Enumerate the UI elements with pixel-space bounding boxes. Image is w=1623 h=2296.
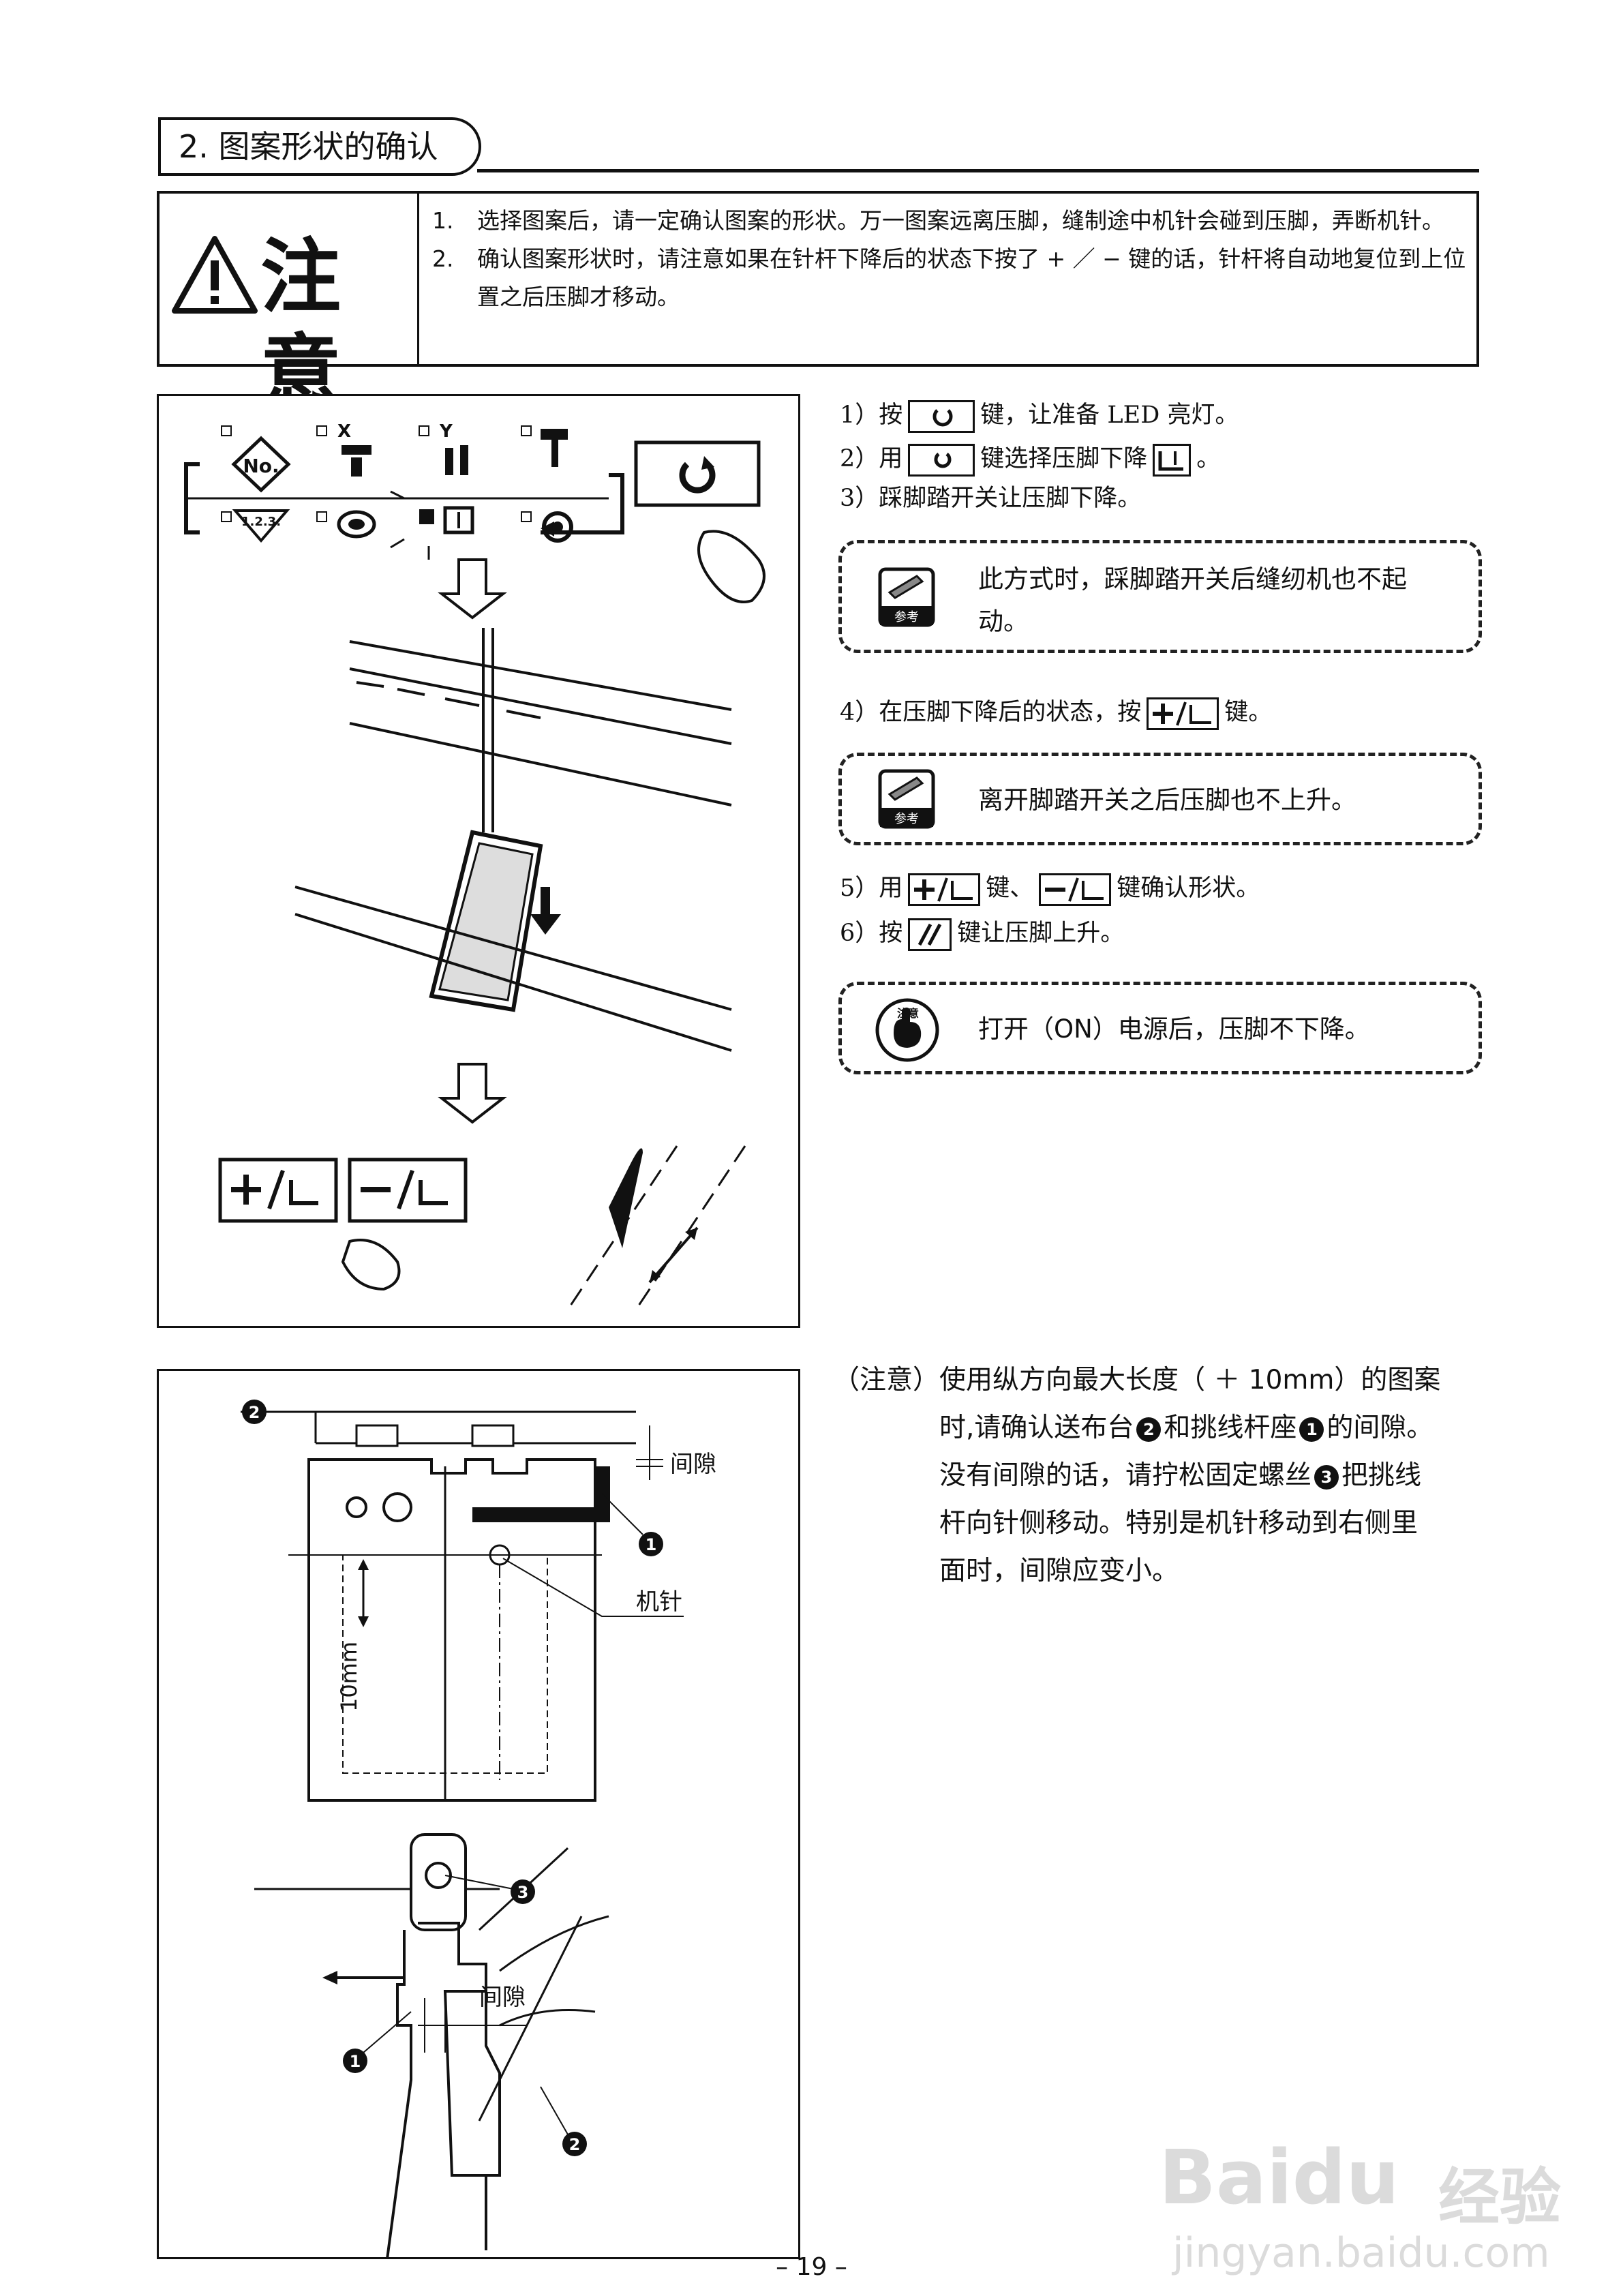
page-number: – 19 – <box>776 2253 847 2281</box>
panel-x-label: X <box>337 421 351 442</box>
step-4-post: 键。 <box>1224 699 1273 726</box>
ready-key-icon <box>932 408 953 426</box>
watermark-brand: Baidu <box>1159 2134 1399 2221</box>
minus-feed-icon <box>1045 877 1104 902</box>
panel-counter-label: 1.2.3. <box>241 515 281 529</box>
gap-illustration: 间隙 1 2 机针 10mm 间隙 3 1 <box>241 1400 716 2257</box>
callout-2-lower: 2 <box>569 2135 581 2154</box>
reference-badge-icon: 参考 <box>876 768 937 830</box>
watermark-brand-b: du <box>1292 2134 1399 2221</box>
caution-heading: 注意 <box>260 230 343 419</box>
figure-operation-panel: No. 1.2.3. X Y <box>157 394 800 1328</box>
callout-1: 1 <box>646 1535 657 1554</box>
caution-item-text: 选择图案后，请一定确认图案的形状。万一图案远离压脚，缝制途中机针会碰到压脚，弄断… <box>477 207 1444 234</box>
note-line-1: （注意）使用纵方向最大长度（ ＋ 10mm）的图案 <box>833 1365 1441 1395</box>
reference-badge-label: 参考 <box>894 610 919 624</box>
step-2: 2）用 键选择压脚下降 。 <box>840 438 1220 480</box>
note-text: 时,请确认送布台 <box>939 1413 1134 1443</box>
dimension-label: 10mm <box>336 1642 362 1712</box>
caution-hand-icon: 注意 <box>873 996 941 1064</box>
select-key-icon <box>934 452 952 468</box>
panel-no-label: No. <box>243 455 279 477</box>
step-6-pre: 6）按 <box>840 920 903 947</box>
callout-2: 2 <box>249 1403 260 1422</box>
step-3: 3）踩脚踏开关让压脚下降。 <box>840 485 1142 512</box>
reference-badge-label: 参考 <box>894 812 919 826</box>
step-1-post: 键，让准备 LED 亮灯。 <box>980 402 1239 429</box>
caution-label-cell: 注意 <box>160 194 419 419</box>
step-5: 5）用 键、 键确认形状。 <box>840 867 1260 909</box>
step-4: 4）在压脚下降后的状态，按 键。 <box>840 691 1272 734</box>
step-6-post: 键让压脚上升。 <box>957 920 1125 947</box>
step-2-pre: 2）用 <box>840 445 903 472</box>
reset-key[interactable] <box>908 918 952 951</box>
step-1: 1）按 键，让准备 LED 亮灯。 <box>840 394 1239 436</box>
warning-triangle-icon <box>172 236 258 314</box>
section-rule <box>477 169 1479 172</box>
plus-key[interactable] <box>908 873 981 906</box>
caution-item: 1. 选择图案后，请一定确认图案的形状。万一图案远离压脚，缝制途中机针会碰到压脚… <box>432 202 1468 240</box>
gap-label-lower: 间隙 <box>479 1984 526 2011</box>
caution-item-number: 1. <box>432 207 454 234</box>
note-text: 没有间隙的话，请拧松固定螺丝 <box>939 1460 1312 1491</box>
step-6: 6）按 键让压脚上升。 <box>840 912 1124 954</box>
reference-badge-icon: 参考 <box>876 567 937 628</box>
operation-illustration: No. 1.2.3. X Y <box>184 421 765 1310</box>
watermark: Baidu 经验 jingyan.baidu.com <box>1159 2134 1595 2284</box>
ready-key[interactable] <box>908 399 975 433</box>
watermark-brand-a: Bai <box>1159 2134 1292 2221</box>
reference-text: 此方式时，踩脚踏开关后缝纫机也不起动。 <box>978 564 1407 636</box>
figure-gap-check: 间隙 1 2 机针 10mm 间隙 3 1 <box>157 1369 800 2259</box>
section-title: 2. 图案形状的确认 <box>158 117 481 176</box>
caution-list: 1. 选择图案后，请一定确认图案的形状。万一图案远离压脚，缝制途中机针会碰到压脚… <box>432 202 1468 316</box>
caution-note-text: 打开（ON）电源后，压脚不下降。 <box>978 1014 1370 1044</box>
plus-key[interactable] <box>1147 697 1219 730</box>
step-5-post: 键确认形状。 <box>1117 875 1260 902</box>
caution-item-text: 确认图案形状时，请注意如果在针杆下降后的状态下按了 + ／ − 键的话，针杆将自… <box>477 245 1466 310</box>
caution-item-number: 2. <box>432 245 454 272</box>
step-4-pre: 4）在压脚下降后的状态，按 <box>840 699 1142 726</box>
reference-note-1: 参考 此方式时，踩脚踏开关后缝纫机也不起动。 <box>838 540 1482 653</box>
reference-text: 离开脚踏开关之后压脚也不上升。 <box>978 785 1356 815</box>
callout-1-lower: 1 <box>350 2052 361 2071</box>
needle-label: 机针 <box>636 1588 682 1616</box>
note-line-5: 面时，间隙应变小。 <box>939 1556 1179 1586</box>
caution-item: 2. 确认图案形状时，请注意如果在针杆下降后的状态下按了 + ／ − 键的话，针… <box>432 240 1468 316</box>
caution-box: 注意 1. 选择图案后，请一定确认图案的形状。万一图案远离压脚，缝制途中机针会碰… <box>157 191 1479 419</box>
step-2-mid: 键选择压脚下降 <box>980 445 1148 472</box>
note-line-4: 杆向针侧移动。特别是机针移动到右侧里 <box>939 1508 1419 1539</box>
double-slash-icon <box>918 923 942 946</box>
watermark-cn: 经验 <box>1438 2162 1561 2233</box>
watermark-url: jingyan.baidu.com <box>1172 2229 1550 2277</box>
step-2-post: 。 <box>1196 445 1221 472</box>
step-5-mid: 键、 <box>986 875 1034 902</box>
select-key[interactable] <box>908 443 975 477</box>
presser-foot-icon <box>1158 451 1184 470</box>
gap-label: 间隙 <box>670 1451 716 1478</box>
callout-3: 3 <box>517 1883 529 1902</box>
caution-badge-label: 注意 <box>896 1007 919 1020</box>
number-badge-1: 1 <box>1299 1417 1324 1442</box>
number-badge-3: 3 <box>1314 1464 1339 1490</box>
presser-down-key[interactable] <box>1153 443 1192 477</box>
number-badge-2: 2 <box>1136 1417 1162 1442</box>
panel-y-label: Y <box>439 421 453 442</box>
step-1-pre: 1）按 <box>840 402 903 429</box>
plus-feed-icon <box>1153 701 1212 726</box>
reference-note-2: 参考 离开脚踏开关之后压脚也不上升。 <box>838 753 1482 845</box>
plus-feed-icon <box>914 877 973 902</box>
step-5-pre: 5）用 <box>840 875 903 902</box>
minus-key[interactable] <box>1039 873 1112 906</box>
caution-note: 注意 打开（ON）电源后，压脚不下降。 <box>838 982 1482 1074</box>
note-text: 和挑线杆座 <box>1164 1413 1297 1443</box>
note-text: 把挑线 <box>1341 1460 1422 1491</box>
note-text: 的间隙。 <box>1326 1413 1434 1443</box>
